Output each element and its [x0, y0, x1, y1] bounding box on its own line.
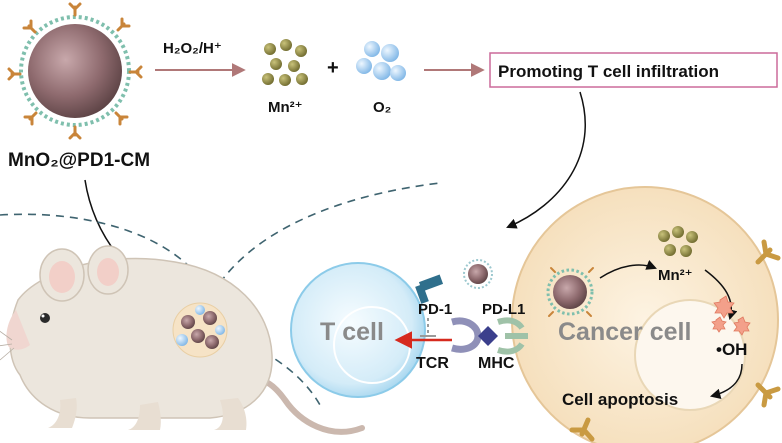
arrow-to-hydroxyl: [704, 269, 738, 321]
tcr-label: TCR: [416, 355, 449, 372]
apoptosis-label: Cell apoptosis: [562, 390, 678, 409]
hydroxyl-burst-icons: [711, 295, 751, 336]
arrow-to-tumor-site: [506, 91, 586, 229]
promoting-box: [489, 52, 778, 88]
mhc-label: MHC: [478, 355, 515, 372]
mouse-illustration: [0, 245, 365, 435]
hydroxyl-label: •OH: [716, 340, 747, 359]
mn-ion-cluster-cell: [658, 226, 698, 257]
t-cell-label: T cell: [320, 318, 384, 346]
arrow-release-mn: [599, 260, 657, 279]
mn-ion-cluster: [262, 39, 308, 86]
antibody-icons: [7, 2, 143, 140]
mn-ion-label: Mn²⁺: [268, 99, 303, 116]
mn-ion-cell-label: Mn²⁺: [658, 267, 693, 284]
promoting-label: Promoting T cell infiltration: [498, 62, 719, 81]
pd1-receptor-icon: [415, 274, 444, 304]
nanoparticle-label: MnO₂@PD1-CM: [8, 150, 150, 171]
pdl1-nanoparticle: [463, 259, 493, 289]
t-cell: [290, 262, 426, 398]
nanoparticle-in-cell: [546, 267, 594, 317]
reaction-label: H₂O₂/H⁺: [163, 40, 222, 57]
oxygen-label: O₂: [373, 99, 391, 116]
tumor-with-nanoparticles: [172, 302, 228, 358]
nanoparticle-large: [7, 2, 143, 140]
mhc-complex-icon: [478, 317, 528, 355]
pdl1-label: PD-L1: [482, 301, 525, 318]
pd1-label: PD-1: [418, 301, 452, 318]
tcr-receptor-icon: [451, 317, 482, 353]
plus-sign: +: [327, 57, 339, 79]
cancer-receptor-icons: [569, 239, 781, 442]
oxygen-bubbles: [356, 41, 406, 81]
cancer-cell-label: Cancer cell: [558, 318, 691, 346]
arrow-to-apoptosis: [709, 363, 743, 399]
